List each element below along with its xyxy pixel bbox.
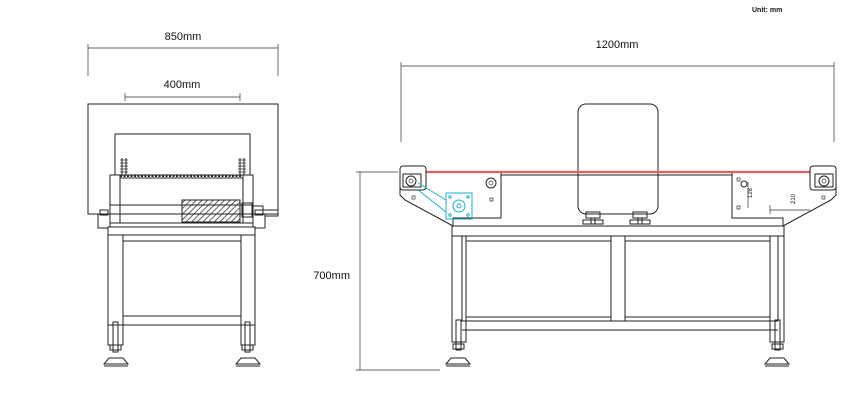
side-height-label: 700mm	[313, 270, 350, 282]
detector-foot-left	[582, 211, 604, 225]
front-inner-width-dimension: 400mm	[124, 79, 241, 101]
small-label-128: 128	[748, 187, 754, 198]
side-height-dimension: 700mm	[313, 171, 440, 371]
side-view: 1200mm 700mm	[313, 39, 837, 371]
unit-label: Unit: mm	[752, 7, 782, 14]
motor-block	[181, 199, 241, 223]
small-label-210: 210	[791, 193, 797, 204]
front-view: 850mm 400mm	[87, 31, 279, 367]
front-foot-right	[234, 321, 262, 367]
side-length-dimension: 1200mm	[400, 39, 835, 142]
detector-head	[577, 103, 659, 215]
front-width-label: 850mm	[165, 31, 202, 43]
side-foot-left	[444, 319, 472, 367]
front-inner-width-label: 400mm	[164, 79, 201, 91]
side-foot-right	[763, 319, 791, 367]
front-foot-left	[102, 321, 130, 367]
detector-foot-right	[629, 211, 651, 225]
side-length-label: 1200mm	[596, 39, 639, 51]
front-width-dimension: 850mm	[87, 31, 279, 76]
dimension-128-210: 128 210	[736, 177, 826, 214]
motor-plate	[417, 182, 473, 220]
